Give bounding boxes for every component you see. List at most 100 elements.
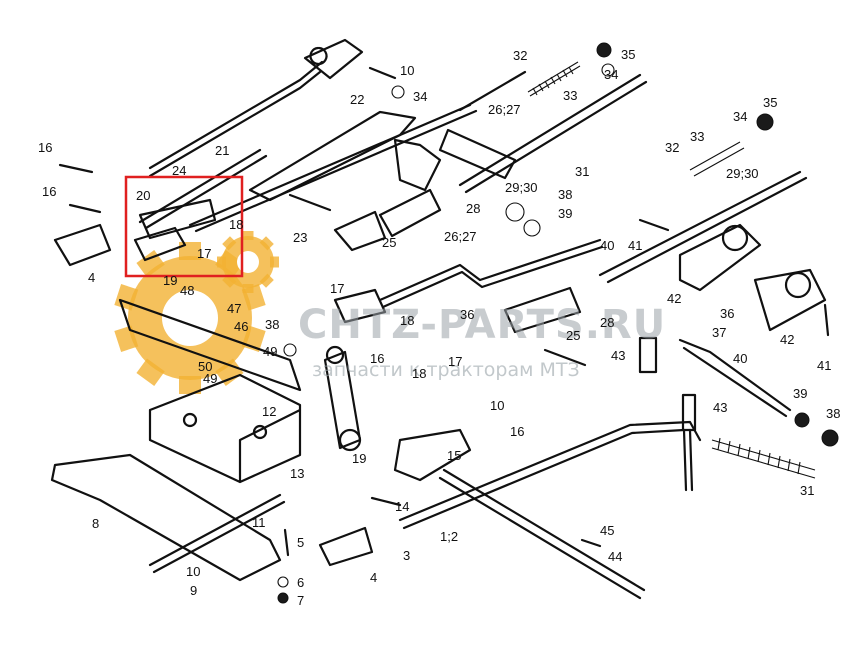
- callout-c38c: 38: [826, 406, 840, 421]
- pin-23: [288, 193, 332, 212]
- bolt-41: [638, 218, 670, 232]
- callout-c16c: 16: [370, 351, 384, 366]
- nut-38b: [505, 202, 525, 222]
- callout-c33b: 33: [690, 129, 704, 144]
- callout-c17a: 17: [197, 246, 211, 261]
- watermark-gear-icon: [114, 242, 266, 394]
- callout-c45: 45: [600, 523, 614, 538]
- nut-39b: [523, 219, 541, 237]
- bracket-42a: [678, 223, 762, 292]
- callout-c50: 50: [198, 359, 212, 374]
- gear-tooth: [242, 284, 254, 293]
- callout-c39a: 39: [558, 206, 572, 221]
- callout-c43a: 43: [611, 348, 625, 363]
- pin-22: [368, 66, 397, 80]
- gear-tooth: [242, 231, 254, 240]
- callout-c10b: 10: [186, 564, 200, 579]
- callout-c29a: 29;30: [505, 180, 538, 195]
- gear-tooth: [259, 236, 274, 251]
- gear-tooth: [217, 256, 226, 268]
- bracket-upper: [393, 138, 442, 192]
- callout-c14: 14: [395, 499, 409, 514]
- callout-c32b: 32: [665, 140, 679, 155]
- callout-c3: 3: [403, 548, 410, 563]
- callout-c28b: 28: [600, 315, 614, 330]
- nut-38: [821, 429, 839, 447]
- washer-34b: [391, 85, 405, 99]
- gear-tooth: [179, 242, 201, 260]
- gear-tooth: [215, 358, 244, 386]
- gear-tooth: [136, 250, 165, 278]
- callout-c18b: 18: [400, 313, 414, 328]
- rod-26-27-lower: [378, 238, 604, 309]
- block-13: [148, 373, 302, 484]
- washer-34a: [601, 63, 615, 77]
- callout-c5: 5: [297, 535, 304, 550]
- callout-c46: 46: [234, 319, 248, 334]
- pin-43-upper: [638, 336, 658, 374]
- plate-46: [118, 298, 302, 392]
- washer-6: [277, 576, 289, 588]
- callout-c34c: 34: [733, 109, 747, 124]
- callout-c49b: 49: [203, 371, 217, 386]
- nut-7: [277, 592, 289, 604]
- watermark-sub: запчасти к тракторам МТЗ: [312, 359, 580, 381]
- nut-35b: [756, 113, 774, 131]
- lever-15: [393, 428, 472, 482]
- callout-c10a: 10: [400, 63, 414, 78]
- callout-c8: 8: [92, 516, 99, 531]
- callout-c1: 1;2: [440, 529, 458, 544]
- bracket-8: [50, 453, 282, 582]
- callout-c42b: 42: [780, 332, 794, 347]
- spring-33-right: [689, 141, 745, 177]
- callout-c34b: 34: [604, 67, 618, 82]
- bolt-5: [283, 528, 290, 557]
- pin-36: [543, 348, 587, 367]
- callout-c26b: 26;27: [444, 229, 477, 244]
- rod-44: [438, 468, 646, 600]
- callout-c18a: 18: [229, 217, 243, 232]
- sleeve-25-upper: [378, 188, 442, 238]
- watermark-main: CHTZ-PARTS.RU: [298, 302, 666, 348]
- rod-21: [148, 60, 324, 178]
- callout-c31b: 31: [800, 483, 814, 498]
- callout-c20: 20: [136, 188, 150, 203]
- nut-35a: [596, 42, 612, 58]
- callout-c19a: 19: [163, 273, 177, 288]
- gear-tooth: [179, 376, 201, 394]
- callout-labels: 1;23445678910101011121314151616161617171…: [38, 47, 840, 608]
- callout-c19b: 19: [352, 451, 366, 466]
- part-drawings: [50, 38, 839, 604]
- sleeve-25-mid: [503, 286, 582, 334]
- callout-c17b: 17: [330, 281, 344, 296]
- callout-c10c: 10: [490, 398, 504, 413]
- callout-c25b: 25: [566, 328, 580, 343]
- callout-c16b: 16: [42, 184, 56, 199]
- callout-c49a: 49: [263, 344, 277, 359]
- callout-c16d: 16: [510, 424, 524, 439]
- callout-c24: 24: [172, 163, 186, 178]
- link-17: [133, 226, 187, 262]
- callout-c39b: 39: [793, 386, 807, 401]
- fork-4-upper: [53, 223, 112, 267]
- pin-43-lower: [681, 393, 697, 432]
- callout-c34a: 34: [413, 89, 427, 104]
- callout-c40b: 40: [733, 351, 747, 366]
- spring-31-lower: [711, 437, 816, 479]
- rod-29-30: [598, 170, 808, 284]
- nut-49: [283, 343, 297, 357]
- bent-lever: [248, 110, 417, 202]
- callout-c28a: 28: [466, 201, 480, 216]
- callout-c23: 23: [293, 230, 307, 245]
- callout-c13: 13: [290, 466, 304, 481]
- callout-c33a: 33: [563, 88, 577, 103]
- callout-c40a: 40: [600, 238, 614, 253]
- callout-c16a: 16: [38, 140, 52, 155]
- gear-tooth: [270, 256, 279, 268]
- callout-c25a: 25: [382, 235, 396, 250]
- callout-c47: 47: [227, 301, 241, 316]
- callout-c43b: 43: [713, 400, 727, 415]
- callout-c4b: 4: [370, 570, 377, 585]
- bolt-41b: [823, 303, 830, 337]
